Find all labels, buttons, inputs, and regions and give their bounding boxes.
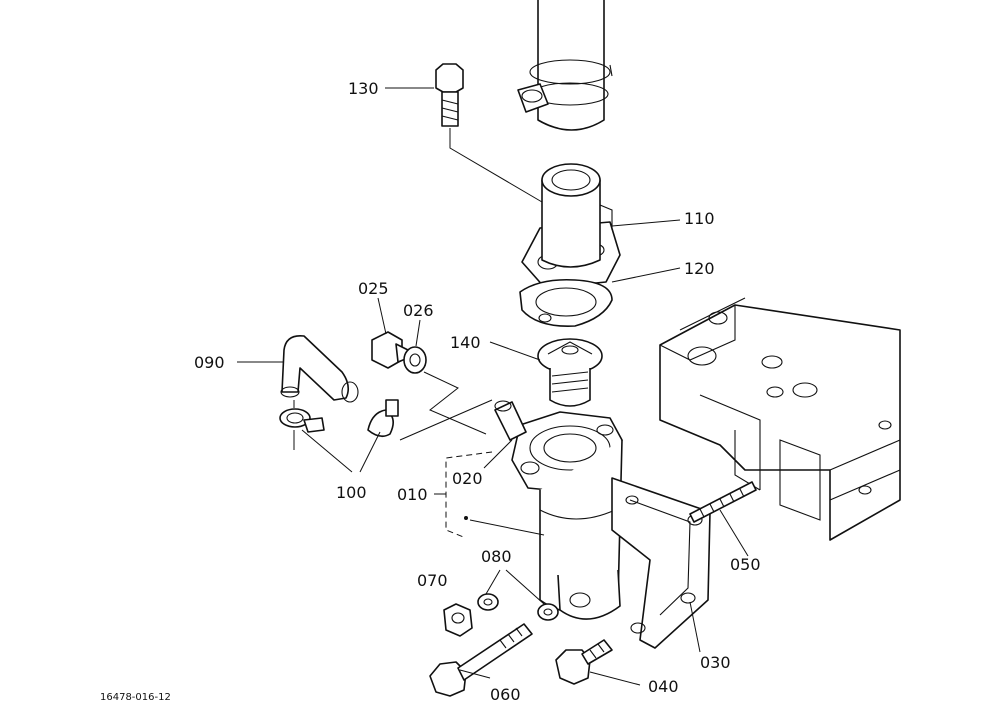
callout-020: 020 [452, 469, 483, 488]
callout-130: 130 [348, 79, 379, 98]
gasket-120 [519, 278, 613, 327]
upper-hose [517, 0, 613, 131]
leader-lines [237, 87, 749, 686]
callout-010: 010 [397, 485, 428, 504]
bolt-130 [435, 63, 464, 127]
thermostat-140 [537, 338, 603, 407]
callout-040: 040 [648, 677, 679, 696]
drawing-reference: 16478-016-12 [100, 692, 171, 703]
thermostat-housing-020 [494, 400, 623, 620]
clamp-100-right [367, 399, 399, 438]
washer-080-left [477, 593, 499, 611]
clamp-100-left [279, 408, 325, 433]
callout-140: 140 [450, 333, 481, 352]
callout-030: 030 [700, 653, 731, 672]
washer-026 [403, 346, 427, 374]
thermostat-cover-110 [521, 163, 621, 289]
bolt-040 [555, 639, 613, 685]
callout-100: 100 [336, 483, 367, 502]
callout-025: 025 [358, 279, 389, 298]
callout-120: 120 [684, 259, 715, 278]
assembly-bracket-010 [434, 451, 493, 539]
engine-block [659, 297, 901, 541]
plug-025 [371, 331, 409, 369]
callout-090: 090 [194, 353, 225, 372]
callout-026: 026 [403, 301, 434, 320]
callout-110: 110 [684, 209, 715, 228]
callout-labels: 130 110 120 025 026 140 090 020 010 100 … [194, 79, 761, 704]
gasket-030 [611, 477, 711, 649]
callout-080: 080 [481, 547, 512, 566]
callout-070: 070 [417, 571, 448, 590]
hose-090 [280, 334, 359, 403]
stud-050 [689, 481, 757, 523]
callout-060: 060 [490, 685, 521, 704]
nut-070 [443, 603, 473, 637]
bolt-060 [429, 623, 533, 697]
washer-080-right [537, 603, 559, 621]
callout-050: 050 [730, 555, 761, 574]
